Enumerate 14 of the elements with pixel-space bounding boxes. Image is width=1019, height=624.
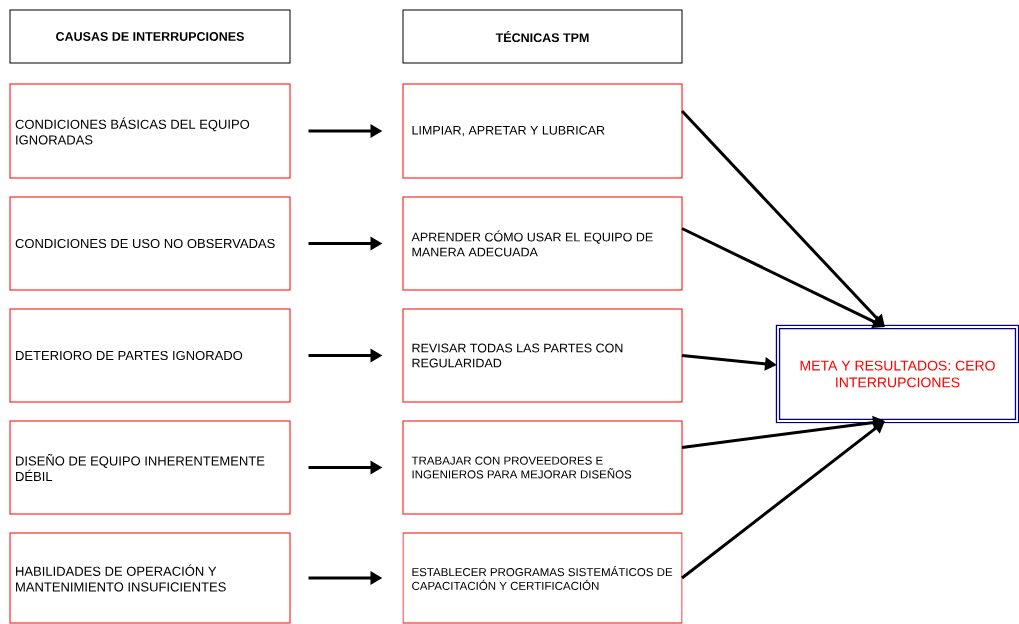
cause-box: CONDICIONES DE USO NO OBSERVADAS bbox=[9, 196, 291, 291]
column-header: CAUSAS DE INTERRUPCIONES bbox=[9, 9, 291, 64]
technique-box: ESTABLECER PROGRAMAS SISTEMÁTICOS DE CAPACITACIÓN Y CERTIFICACIÓN bbox=[402, 532, 683, 624]
technique-box: LIMPIAR, APRETAR Y LUBRICAR bbox=[402, 83, 683, 179]
cause-box: CONDICIONES BÁSICAS DEL EQUIPO IGNORADAS bbox=[9, 83, 291, 179]
cause-box: DETERIORO DE PARTES IGNORADO bbox=[9, 308, 291, 403]
technique-box: APRENDER CÓMO USAR EL EQUIPO DE MANERA ADECUADA bbox=[402, 196, 683, 291]
column-header: TÉCNICAS TPM bbox=[402, 9, 683, 64]
cause-box: HABILIDADES DE OPERACIÓN Y MANTENIMIENTO INSUFICIENTES bbox=[9, 532, 291, 624]
technique-box: TRABAJAR CON PROVEEDORES E INGENIEROS PARA MEJORAR DISEÑOS bbox=[402, 420, 683, 515]
arrow bbox=[680, 109, 885, 327]
technique-box: REVISAR TODAS LAS PARTES CON REGULARIDAD bbox=[402, 308, 683, 403]
goal-box: META Y RESULTADOS: CERO INTERRUPCIONES bbox=[775, 324, 1019, 424]
cause-box: DISEÑO DE EQUIPO INHERENTEMENTE DÉBIL bbox=[9, 420, 291, 515]
